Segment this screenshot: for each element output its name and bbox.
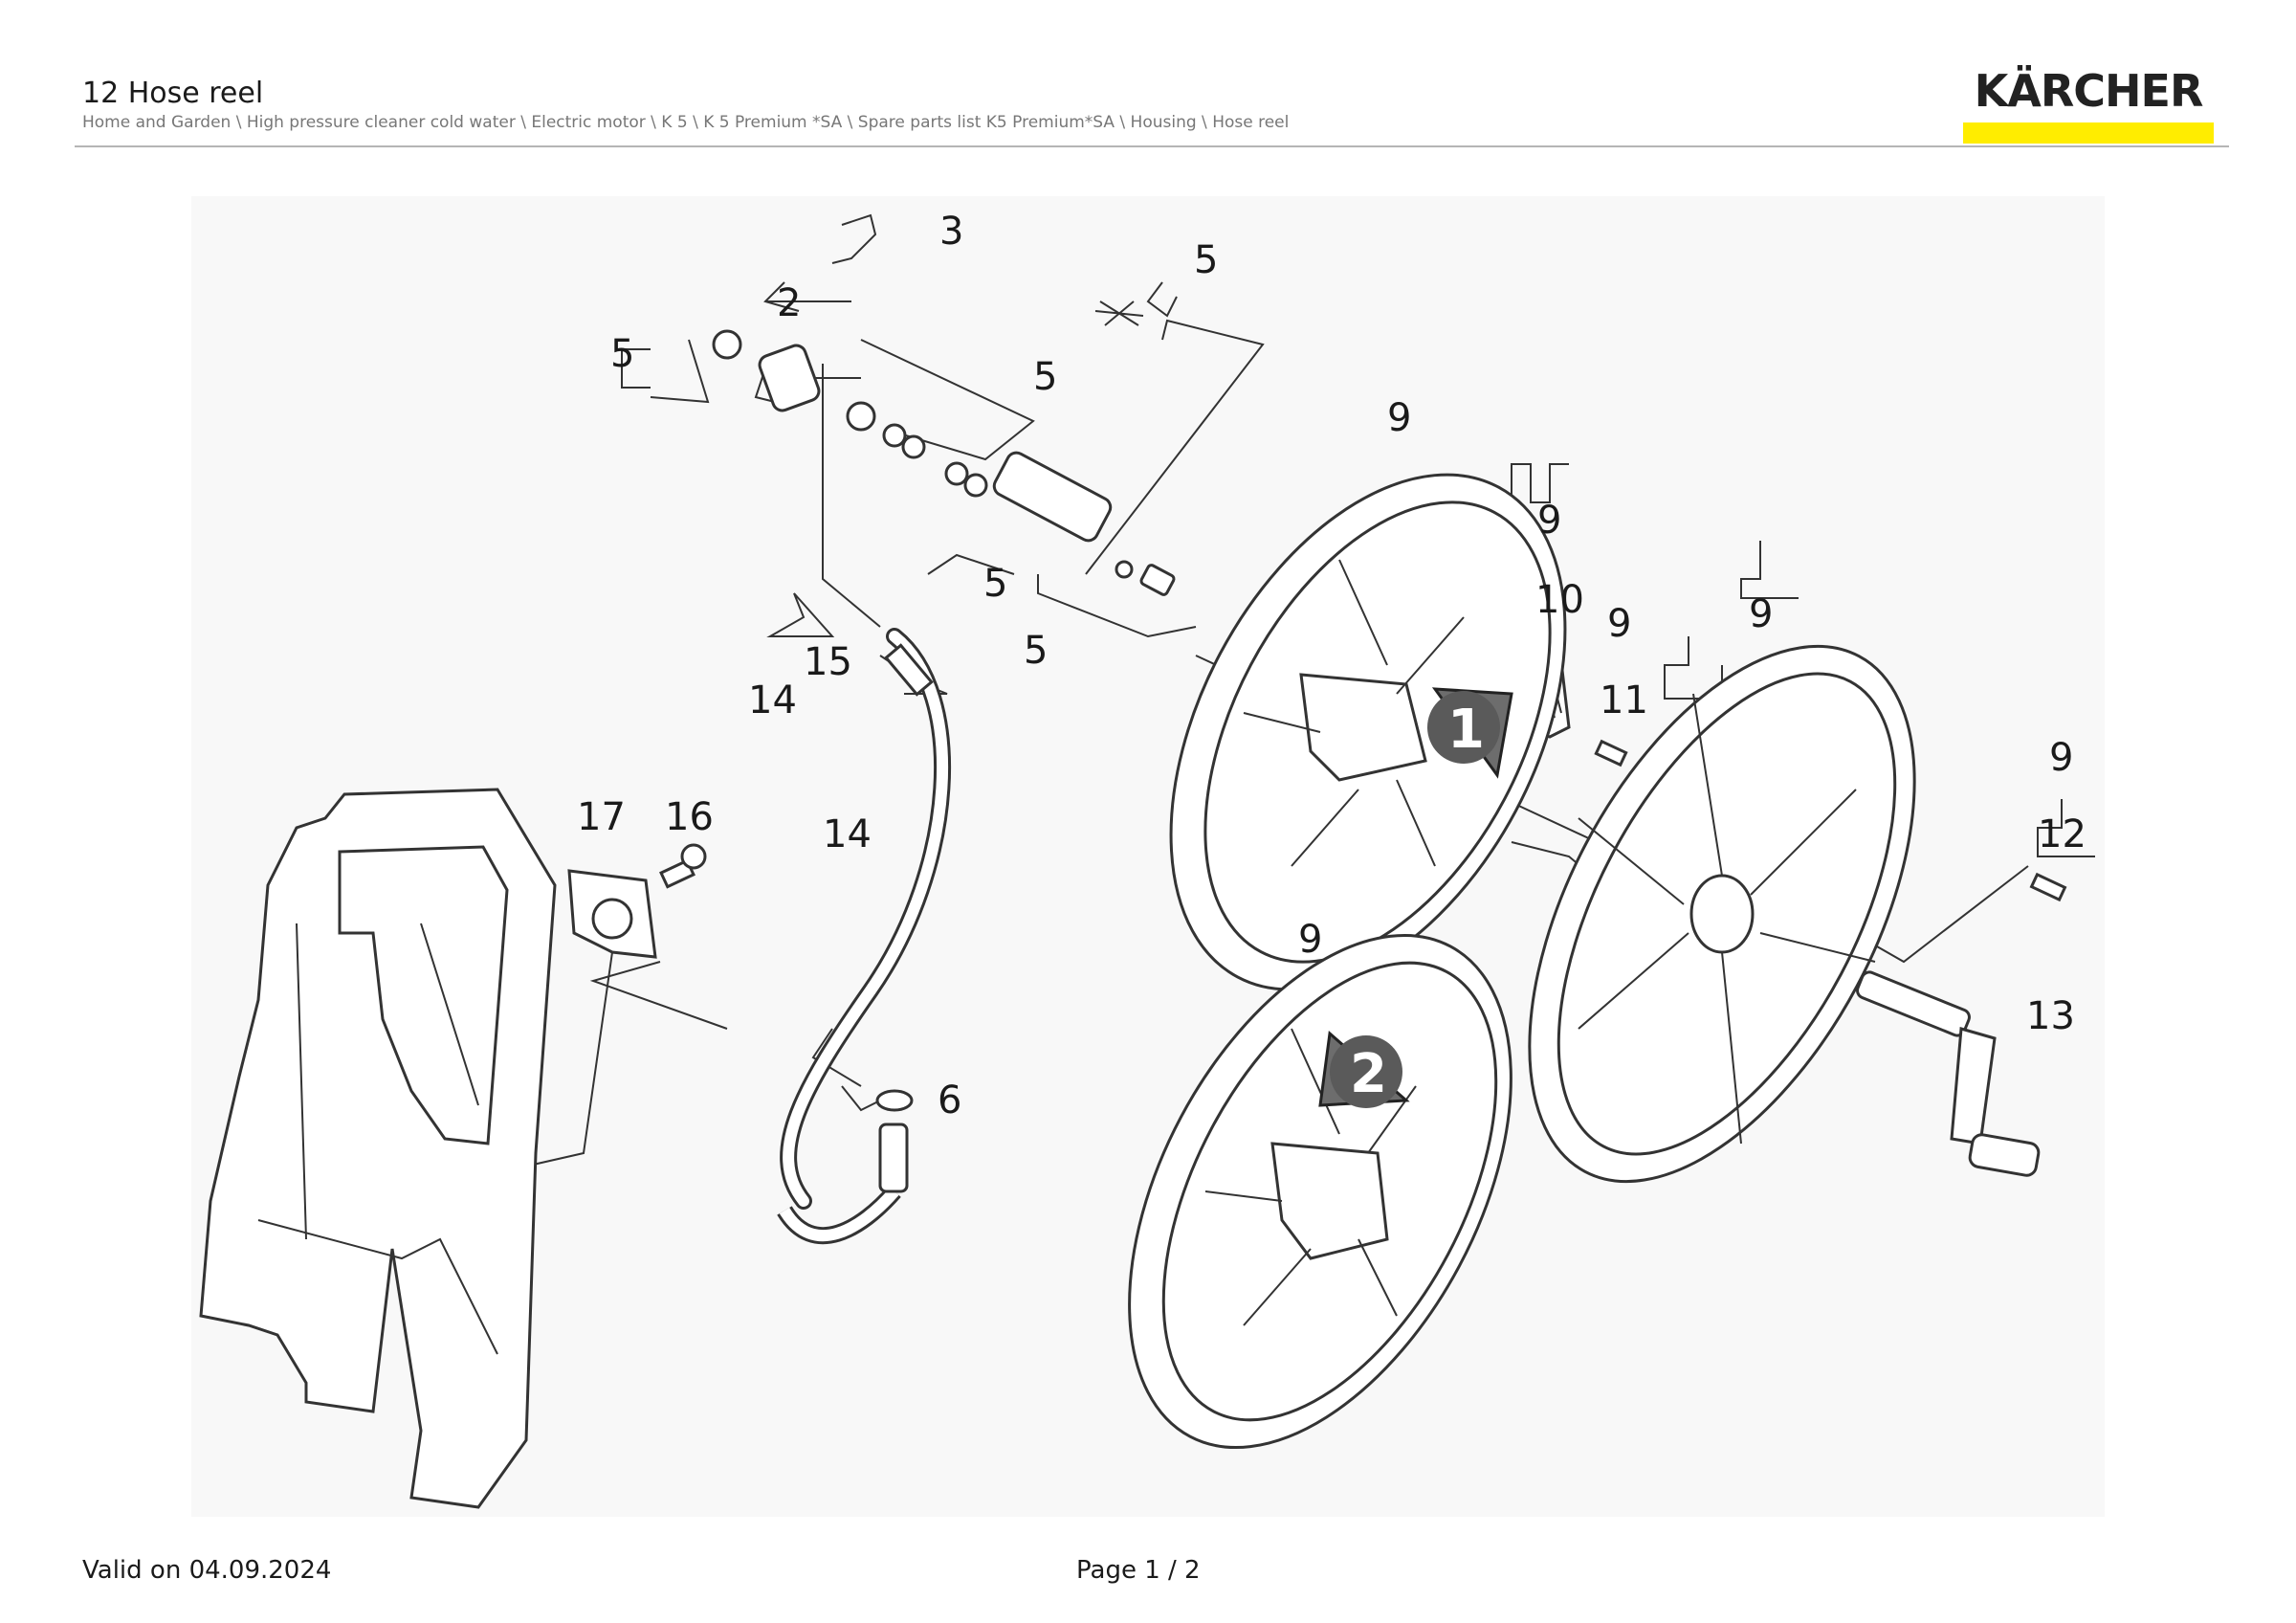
callout-label: 9 <box>1607 602 1631 646</box>
part-9-drum-half-upper <box>1169 473 1567 991</box>
part-17-bracket <box>567 869 657 959</box>
callout-label: 5 <box>1033 355 1057 399</box>
callout-label: 5 <box>610 332 634 376</box>
page-title: 12 Hose reel <box>82 77 264 110</box>
callout-label: 14 <box>823 812 872 856</box>
step-marker-2: 2 <box>1318 1031 1410 1108</box>
step-marker-1: 1 <box>1427 687 1513 779</box>
callout-label: 13 <box>2026 994 2075 1038</box>
part-9-drum-half-right <box>1528 644 1916 1184</box>
svg-text:2: 2 <box>1350 1043 1387 1105</box>
callout-label: 12 <box>2038 812 2086 856</box>
part-11-screw <box>1594 739 1628 767</box>
callout-label: 9 <box>1749 592 1773 636</box>
callout-label: 5 <box>1194 238 1218 282</box>
callout-label: 6 <box>938 1078 961 1123</box>
part-5-clip-upper <box>1094 300 1144 326</box>
part-16-screw <box>659 843 707 889</box>
callout-label: 3 <box>939 210 963 254</box>
callout-label: 5 <box>1024 629 1048 673</box>
callout-label: 2 <box>777 281 801 325</box>
callout-label: 5 <box>983 562 1007 606</box>
page-number: Page 1 / 2 <box>1076 1556 1201 1585</box>
part-14-hose <box>777 628 951 1245</box>
callout-label: 9 <box>2049 736 2073 780</box>
part-5-connector <box>992 451 1176 596</box>
breadcrumb: Home and Garden \ High pressure cleaner … <box>82 113 1290 132</box>
part-13-crank <box>1856 970 2041 1177</box>
housing-frame <box>199 788 557 1509</box>
header-divider <box>75 145 2229 147</box>
logo-wordmark: KÄRCHER <box>1974 65 2204 117</box>
part-9-drum-half-lower <box>1128 933 1512 1450</box>
part-3-clip <box>831 213 877 264</box>
callout-label: 10 <box>1535 578 1584 622</box>
part-6-o-ring <box>875 1089 914 1112</box>
part-5-seals <box>712 329 1134 579</box>
callout-label: 15 <box>804 640 852 684</box>
logo-yellow-bar <box>1963 122 2214 144</box>
callout-label: 16 <box>665 795 714 839</box>
karcher-logo: KÄRCHER <box>1963 69 2214 144</box>
part-12-screw <box>2029 872 2067 902</box>
callout-label: 11 <box>1600 678 1648 723</box>
callout-label: 9 <box>1537 499 1561 543</box>
exploded-parts-diagram: 1 2 2 3 5 5 5 5 5 9 9 10 9 11 9 9 12 13 … <box>191 196 2105 1517</box>
part-2-sleeve <box>758 344 821 412</box>
callout-label: 17 <box>577 795 626 839</box>
callout-label: 9 <box>1298 918 1322 962</box>
svg-text:1: 1 <box>1447 699 1485 761</box>
callout-labels: 2 3 5 5 5 5 5 9 9 10 9 11 9 9 12 13 9 15… <box>577 210 2086 1123</box>
callout-label: 9 <box>1387 396 1411 440</box>
validity-date: Valid on 04.09.2024 <box>82 1556 332 1585</box>
callout-label: 14 <box>748 678 797 723</box>
